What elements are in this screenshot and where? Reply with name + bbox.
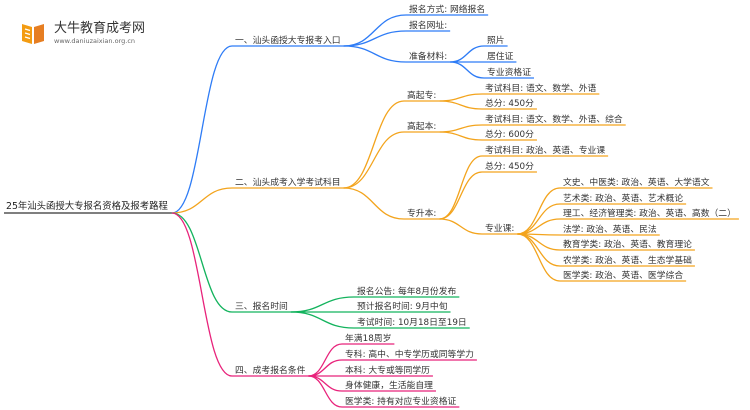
b2-zsb-item-0-connector (439, 155, 483, 220)
b2-gqb-item-1: 总分: 600分 (485, 128, 534, 140)
b2-gqz-item-1: 总分: 450分 (485, 97, 534, 109)
b2-zsb-item-1-connector (439, 171, 483, 220)
b2-gqb-connector (343, 131, 405, 189)
b3-item-0-connector (290, 296, 355, 313)
b2-major-item-4: 教育学类: 政治、英语、教育理论 (563, 238, 692, 250)
b2-gqz-item-0-connector (439, 93, 483, 102)
b2-major-item-6-connector (517, 233, 561, 282)
b4-item-2: 本科: 大专或等同学历 (345, 364, 430, 376)
book-logo-icon (22, 24, 44, 44)
branch-3-connector (171, 212, 233, 313)
b2-gqb-item-1-connector (439, 131, 483, 141)
b1-material-2-connector (450, 61, 485, 79)
b1-item-2: 准备材料: (409, 50, 447, 62)
b4-item-3: 身体健康，生活能自理 (345, 379, 433, 391)
b2-gqb-item-0-connector (439, 124, 483, 133)
b4-item-4: 医学类: 持有对应专业资格证 (345, 395, 457, 407)
b2-major-item-0: 文史、中医类: 政治、英语、大学语文 (563, 176, 710, 188)
site-logo: 大牛教育成考网 www.daniuzaixian.org.cn (18, 16, 218, 52)
b1-item-1: 报名网址: (409, 19, 447, 31)
branch-1: 一、汕头函授大专报考入口 (235, 34, 341, 46)
b2-major-item-3: 法学: 政治、英语、民法 (563, 223, 657, 235)
b2-gqb-item-0: 考试科目: 语文、数学、外语、综合 (485, 113, 623, 125)
logo-url: www.daniuzaixian.org.cn (54, 37, 136, 45)
b1-material-2: 专业资格证 (487, 66, 531, 78)
b3-item-2: 考试时间: 10月18日至19日 (357, 316, 467, 328)
branch-2-connector (171, 187, 233, 214)
branch-4-connector (171, 212, 233, 377)
b2-major-item-2: 理工、经济管理类: 政治、英语、高数（二） (563, 207, 736, 219)
b4-item-1: 专科: 高中、中专学历或同等学力 (345, 348, 474, 360)
b2-gqz-item-1-connector (439, 100, 483, 110)
b2-major-connector (439, 218, 483, 235)
b1-material-0-connector (450, 45, 485, 63)
branch-2: 二、汕头成考入学考试科目 (235, 176, 341, 188)
b4-item-0: 年满18周岁 (345, 332, 391, 344)
branch-3: 三、报名时间 (235, 300, 288, 312)
b2-gqb: 高起本: (407, 120, 436, 132)
b2-major-item-5: 农学类: 政治、英语、生态学基础 (563, 254, 692, 266)
b4-item-3-connector (308, 375, 343, 392)
b1-material-1: 居住证 (487, 50, 514, 62)
b1-item-1-connector (343, 30, 407, 47)
b4-item-1-connector (308, 359, 343, 377)
b4-item-4-connector (308, 375, 343, 408)
branch-1-connector (171, 45, 233, 214)
branch-4: 四、成考报名条件 (235, 364, 306, 376)
b2-major: 专业课: (485, 222, 514, 234)
b2-major-item-1: 艺术类: 政治、英语、艺术概论 (563, 192, 683, 204)
b3-item-2-connector (290, 311, 355, 329)
b2-zsb-item-1: 总分: 450分 (485, 160, 534, 172)
b1-item-2-connector (343, 45, 407, 63)
b1-material-0: 照片 (487, 34, 505, 46)
logo-title: 大牛教育成考网 (54, 21, 146, 36)
b1-item-0: 报名方式: 网络报名 (409, 3, 485, 15)
b2-zsb-connector (343, 187, 405, 220)
b1-item-0-connector (343, 14, 407, 47)
b2-gqz-item-0: 考试科目: 语文、数学、外语 (485, 82, 597, 94)
root-topic: 25年汕头函授大专报名资格及报考路程 (6, 200, 169, 212)
b3-item-1: 预计报名时间: 9月中旬 (357, 300, 448, 312)
b2-major-item-6: 医学类: 政治、英语、医学综合 (563, 269, 683, 281)
b2-gqz: 高起专: (407, 89, 436, 101)
b2-zsb: 专升本: (407, 207, 436, 219)
b2-zsb-item-0: 考试科目: 政治、英语、专业课 (485, 144, 605, 156)
b3-item-0: 报名公告: 每年8月份发布 (357, 285, 457, 297)
b2-gqz-connector (343, 100, 405, 189)
